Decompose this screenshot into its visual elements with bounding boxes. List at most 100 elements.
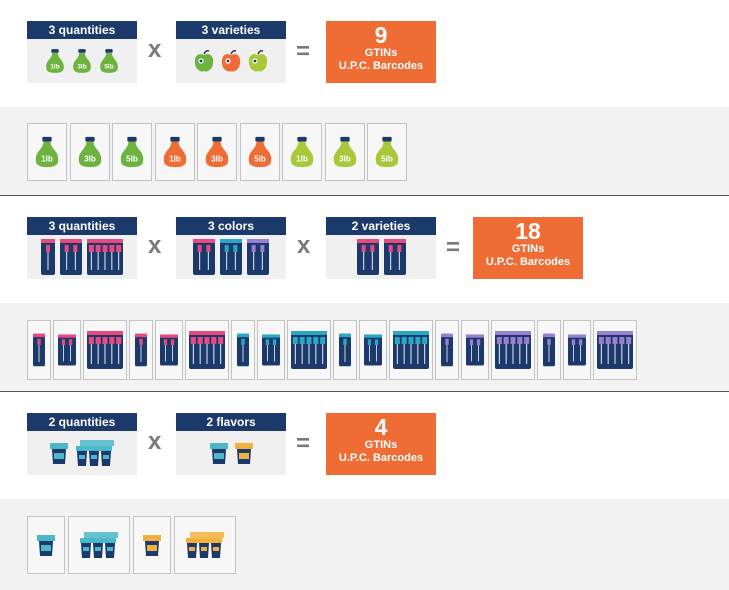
variant-tile: 3lb xyxy=(197,123,237,181)
variant-tile xyxy=(287,320,331,380)
product-pack-icon xyxy=(543,333,555,367)
product-pack-icon xyxy=(33,333,45,367)
variant-tile xyxy=(129,320,153,380)
variant-tile xyxy=(359,320,387,380)
product-pack-icon xyxy=(87,331,123,369)
product-pack-icon xyxy=(220,239,242,275)
variant-tile: 1lb xyxy=(154,123,195,181)
product-pack-icon xyxy=(466,334,484,366)
yogurt-cup-icon xyxy=(234,443,253,464)
product-pack-icon xyxy=(189,331,225,369)
product-pack-icon xyxy=(87,239,123,275)
product-pack-icon xyxy=(193,239,215,275)
variant-tile: 3lb xyxy=(324,123,365,181)
equals-sign: = xyxy=(446,234,461,261)
produce-bag-icon: 1lb xyxy=(163,136,186,168)
variant-tile xyxy=(133,516,171,574)
svg-text:3lb: 3lb xyxy=(77,63,86,70)
variant-tile xyxy=(174,516,236,574)
apple-icons xyxy=(176,39,286,83)
factor-box-quantities: 2 quantities xyxy=(27,413,137,475)
variant-tile xyxy=(83,320,127,380)
product-pack-icon xyxy=(247,239,269,275)
product-pack-icon xyxy=(160,334,178,366)
produce-bag-icon: 1lb xyxy=(35,136,59,168)
product-pack-icon xyxy=(58,334,76,366)
svg-text:5lb: 5lb xyxy=(126,154,138,163)
product-pack-icon xyxy=(364,334,382,366)
svg-text:1lb: 1lb xyxy=(296,154,308,163)
produce-bag-icon: 5lb xyxy=(375,136,399,168)
variant-tile xyxy=(257,320,285,380)
variant-tile xyxy=(593,320,637,380)
result-box: 18 GTINs U.P.C. Barcodes xyxy=(473,217,583,279)
produce-bag-icon: 5lb xyxy=(248,136,271,168)
times-sign: x xyxy=(148,428,162,455)
product-pack-icon xyxy=(339,333,351,367)
result-line1: GTINs xyxy=(364,47,398,59)
factor-label: 2 flavors xyxy=(176,413,286,431)
product-pack-icon xyxy=(262,334,280,366)
variant-tile xyxy=(435,320,459,380)
factor-label: 3 quantities xyxy=(27,217,137,235)
result-line2: U.P.C. Barcodes xyxy=(338,60,424,72)
apple-icon xyxy=(248,50,268,72)
factor-box-flavors: 2 flavors xyxy=(176,413,286,475)
svg-text:5lb: 5lb xyxy=(254,154,266,163)
result-box: 9 GTINs U.P.C. Barcodes xyxy=(326,21,436,83)
svg-text:3lb: 3lb xyxy=(339,154,351,163)
factor-label: 2 varieties xyxy=(326,217,436,235)
apple-icon xyxy=(221,50,241,72)
product-pack-icon xyxy=(356,239,379,275)
svg-text:1lb: 1lb xyxy=(41,154,53,163)
product-pack-icon xyxy=(237,333,249,367)
factor-label: 3 varieties xyxy=(176,21,286,39)
svg-text:1lb: 1lb xyxy=(50,63,59,70)
bag-icons: 1lb 3lb 5lb xyxy=(27,39,137,83)
result-number: 9 xyxy=(374,22,388,48)
variant-tile xyxy=(231,320,255,380)
factor-label: 3 quantities xyxy=(27,21,137,39)
divider xyxy=(0,391,729,392)
product-pack-icon xyxy=(135,333,147,367)
apple-icon xyxy=(194,50,214,72)
produce-bag-icon: 3lb xyxy=(78,136,101,168)
variant-tile xyxy=(389,320,433,380)
cup-icons xyxy=(176,431,286,475)
result-line2: U.P.C. Barcodes xyxy=(485,256,571,268)
result-line2: U.P.C. Barcodes xyxy=(338,452,424,464)
result-box: 4 GTINs U.P.C. Barcodes xyxy=(326,413,436,475)
factor-box-varieties: 3 varieties xyxy=(176,21,286,83)
cup-icons xyxy=(27,431,137,475)
produce-bag-icon: 3lb xyxy=(73,49,91,73)
variant-tile xyxy=(27,320,51,380)
result-line1: GTINs xyxy=(364,439,398,451)
divider xyxy=(0,195,729,196)
product-pack-icon xyxy=(441,333,453,367)
product-pack-icon xyxy=(291,331,327,369)
yogurt-multipack-icon xyxy=(186,532,224,558)
result-line1: GTINs xyxy=(511,243,545,255)
product-pack-icon xyxy=(60,239,82,275)
pack-icons xyxy=(27,235,137,279)
product-pack-icon xyxy=(568,334,586,366)
result-number: 18 xyxy=(515,218,541,244)
variant-tile: 5lb xyxy=(112,123,152,181)
yogurt-cup-icon xyxy=(49,443,68,464)
svg-text:5lb: 5lb xyxy=(104,63,113,70)
product-pack-icon xyxy=(41,239,55,275)
variant-tile xyxy=(185,320,229,380)
variant-tile xyxy=(68,516,130,574)
factor-box-varieties: 2 varieties xyxy=(326,217,436,279)
factor-label: 2 quantities xyxy=(27,413,137,431)
yogurt-cup-icon xyxy=(37,535,55,556)
times-sign: x xyxy=(148,232,162,259)
variant-tile xyxy=(461,320,489,380)
product-pack-icon xyxy=(495,331,531,369)
variant-tile xyxy=(333,320,357,380)
factor-box-colors: 3 colors xyxy=(176,217,286,279)
product-pack-icon xyxy=(393,331,429,369)
variant-tile xyxy=(491,320,535,380)
variant-tile: 5lb xyxy=(239,123,280,181)
equals-sign: = xyxy=(296,38,311,65)
